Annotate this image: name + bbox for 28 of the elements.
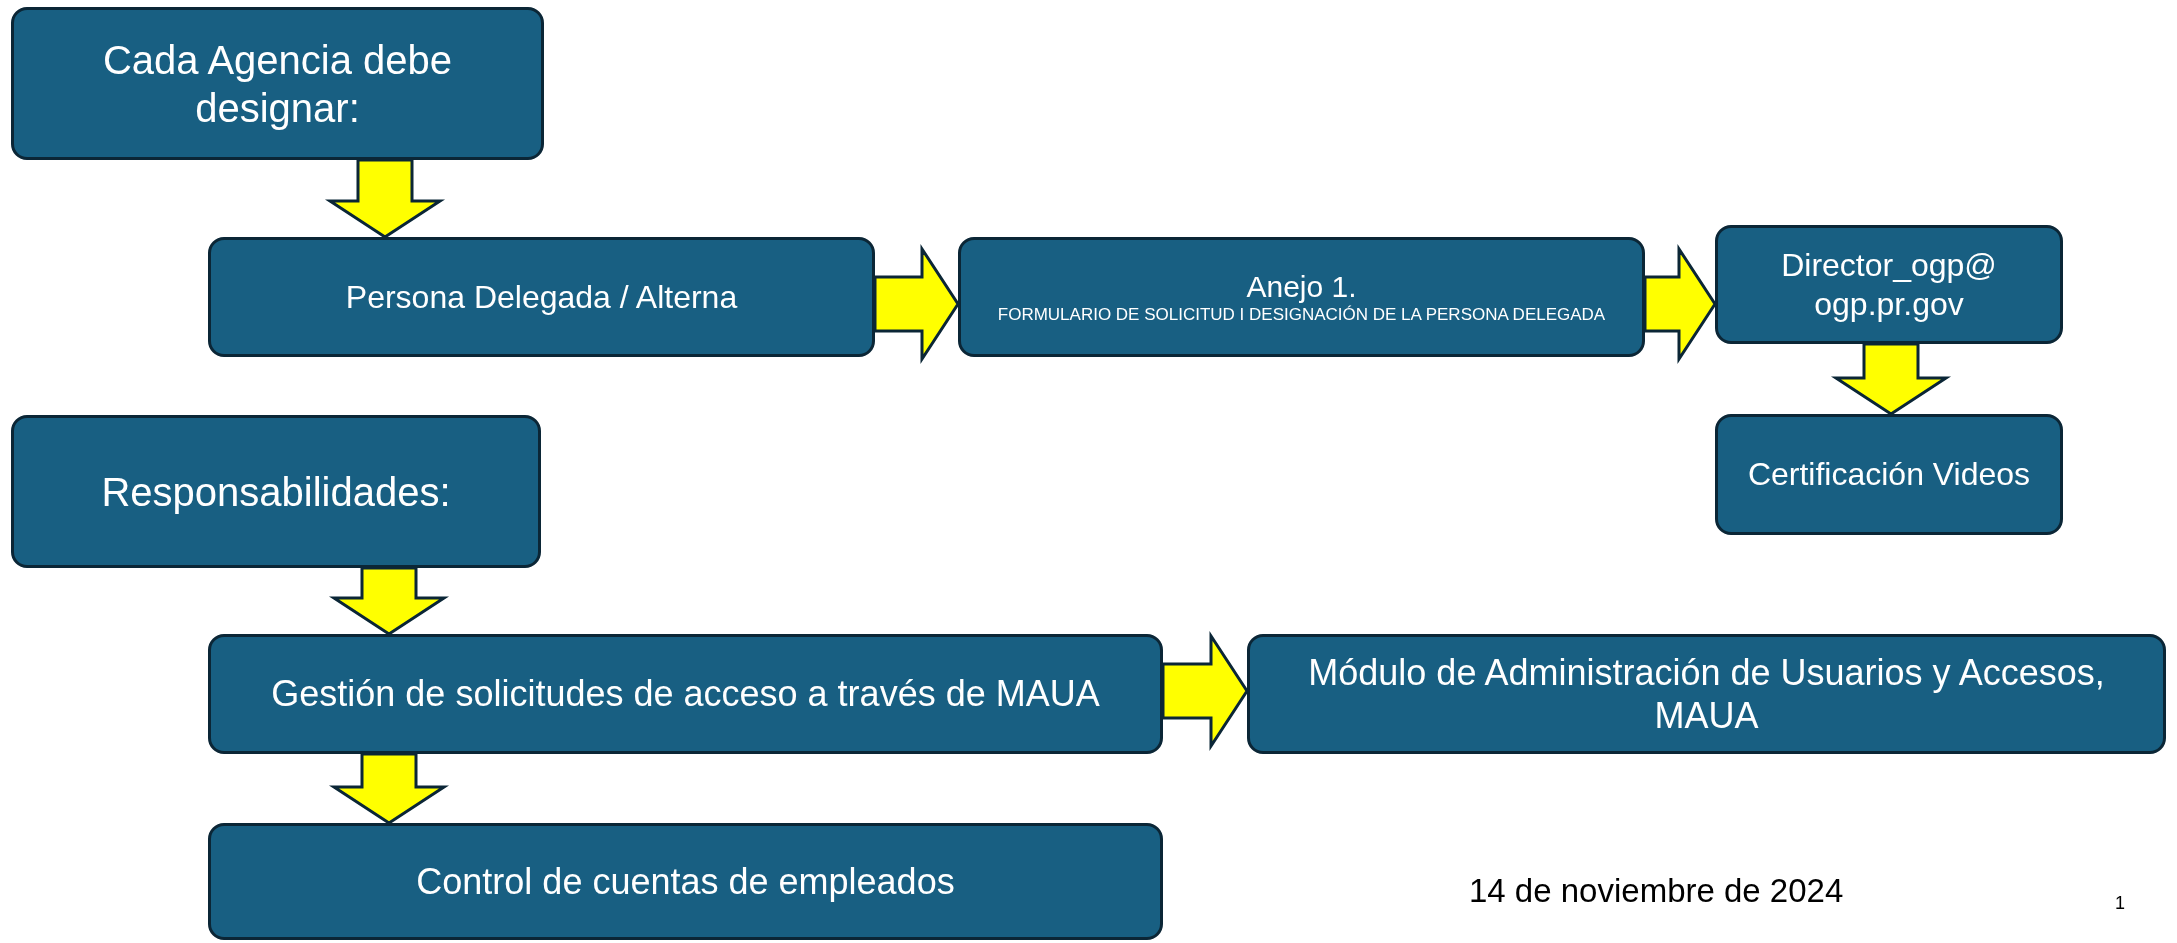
box-title: Responsabilidades: (101, 468, 451, 516)
block-arrow (328, 752, 450, 825)
process-box (11, 7, 544, 160)
box-subtitle: FORMULARIO DE SOLICITUD I DESIGNACIÓN DE LA PERSONA DELEGADA (997, 304, 1606, 326)
process-box (208, 237, 875, 357)
process-box (208, 823, 1163, 940)
process-box (1715, 414, 2063, 535)
box-title: Director_ogp@ ogp.pr.gov (1780, 246, 1998, 323)
page-number: 1 (2115, 893, 2125, 914)
process-box (958, 237, 1645, 357)
process-box (1247, 634, 2166, 754)
block-arrow (1643, 243, 1717, 365)
process-box (1715, 225, 2063, 344)
process-box (11, 415, 541, 568)
block-arrow (873, 243, 960, 365)
process-box (208, 634, 1163, 754)
box-title: Anejo 1. (1246, 268, 1357, 305)
box-title: Módulo de Administración de Usuarios y Accesos, MAUA (1307, 650, 2106, 738)
date-text: 14 de noviembre de 2024 (1469, 872, 1844, 910)
box-title: Persona Delegada / Alterna (345, 277, 738, 317)
box-title: Gestión de solicitudes de acceso a través de MAUA (271, 672, 1100, 716)
block-arrow (328, 566, 450, 636)
block-arrow (324, 158, 446, 239)
block-arrow (1830, 342, 1952, 416)
box-title: Cada Agencia debe designar: (101, 36, 454, 132)
box-title: Certificación Videos (1747, 455, 2031, 494)
block-arrow (1161, 630, 1249, 752)
box-title: Control de cuentas de empleados (416, 859, 955, 904)
